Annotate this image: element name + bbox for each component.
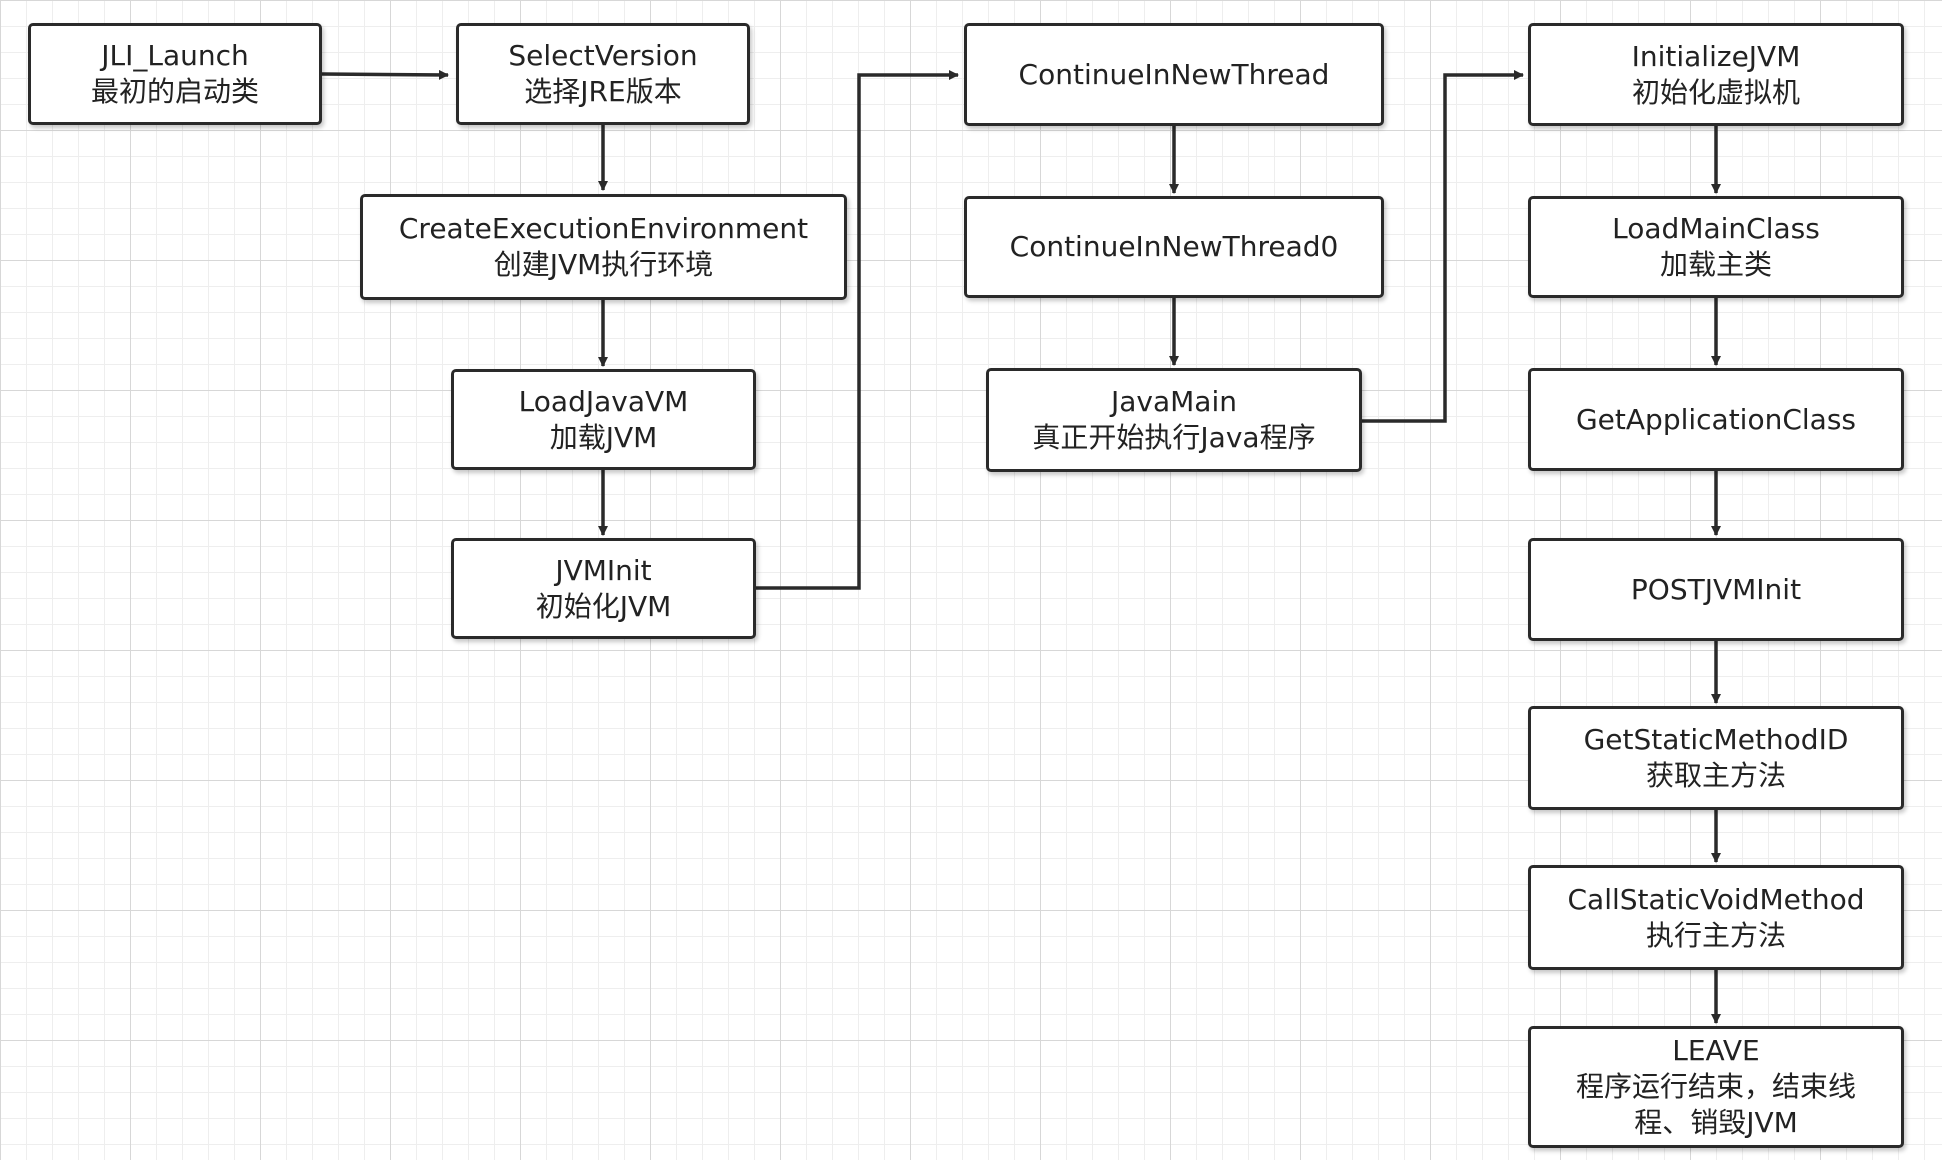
node-title: CallStaticVoidMethod	[1567, 882, 1865, 916]
node-title: POSTJVMInit	[1630, 572, 1802, 606]
arrow-java-main-to-initialize-jvm	[1361, 70, 1524, 423]
node-continue-in-new-thread[interactable]: ContinueInNewThread	[964, 23, 1384, 126]
node-subtitle: 最初的启动类	[90, 75, 259, 108]
arrow-jvm-init-to-continue-new-thread	[755, 70, 959, 590]
node-get-static-method-id[interactable]: GetStaticMethodID 获取主方法	[1528, 706, 1904, 810]
node-create-execution-environment[interactable]: CreateExecutionEnvironment 创建JVM执行环境	[360, 194, 847, 300]
node-subtitle: 执行主方法	[1645, 918, 1786, 952]
node-load-java-vm[interactable]: LoadJavaVM 加载JVM	[451, 369, 756, 470]
node-java-main[interactable]: JavaMain 真正开始执行Java程序	[986, 368, 1362, 472]
arrow-jli-launch-to-select-version	[321, 69, 449, 80]
node-get-application-class[interactable]: GetApplicationClass	[1528, 368, 1904, 471]
node-title: LoadJavaVM	[518, 384, 689, 418]
node-jvm-init[interactable]: JVMInit 初始化JVM	[451, 538, 756, 639]
node-title: JavaMain	[1111, 385, 1237, 418]
node-title: InitializeJVM	[1631, 39, 1801, 73]
node-subtitle: 获取主方法	[1645, 759, 1786, 792]
node-title: JLI_Launch	[101, 39, 249, 72]
node-title: GetStaticMethodID	[1583, 723, 1849, 756]
node-title: LoadMainClass	[1612, 212, 1820, 245]
node-subtitle: 加载JVM	[549, 420, 658, 454]
node-leave[interactable]: LEAVE 程序运行结束，结束线程、销毁JVM	[1528, 1026, 1904, 1148]
node-title: CreateExecutionEnvironment	[398, 212, 809, 245]
node-subtitle: 选择JRE版本	[524, 75, 682, 108]
node-jli-launch[interactable]: JLI_Launch 最初的启动类	[28, 23, 322, 125]
node-title: ContinueInNewThread	[1018, 57, 1330, 91]
node-title: JVMInit	[555, 553, 652, 587]
node-post-jvm-init[interactable]: POSTJVMInit	[1528, 538, 1904, 641]
node-subtitle: 程序运行结束，结束线程、销毁JVM	[1575, 1070, 1856, 1139]
node-initialize-jvm[interactable]: InitializeJVM 初始化虚拟机	[1528, 23, 1904, 126]
node-title: SelectVersion	[508, 39, 698, 72]
node-subtitle: 初始化虚拟机	[1631, 75, 1800, 109]
node-continue-in-new-thread0[interactable]: ContinueInNewThread0	[964, 196, 1384, 298]
node-select-version[interactable]: SelectVersion 选择JRE版本	[456, 23, 750, 125]
node-title: LEAVE	[1672, 1034, 1760, 1067]
node-load-main-class[interactable]: LoadMainClass 加载主类	[1528, 196, 1904, 298]
node-subtitle: 加载主类	[1659, 248, 1772, 281]
node-title: ContinueInNewThread0	[1009, 230, 1339, 263]
node-subtitle: 初始化JVM	[535, 589, 672, 623]
node-call-static-void-method[interactable]: CallStaticVoidMethod 执行主方法	[1528, 865, 1904, 970]
node-subtitle: 真正开始执行Java程序	[1032, 421, 1316, 454]
node-subtitle: 创建JVM执行环境	[493, 248, 714, 281]
node-title: GetApplicationClass	[1575, 402, 1856, 436]
